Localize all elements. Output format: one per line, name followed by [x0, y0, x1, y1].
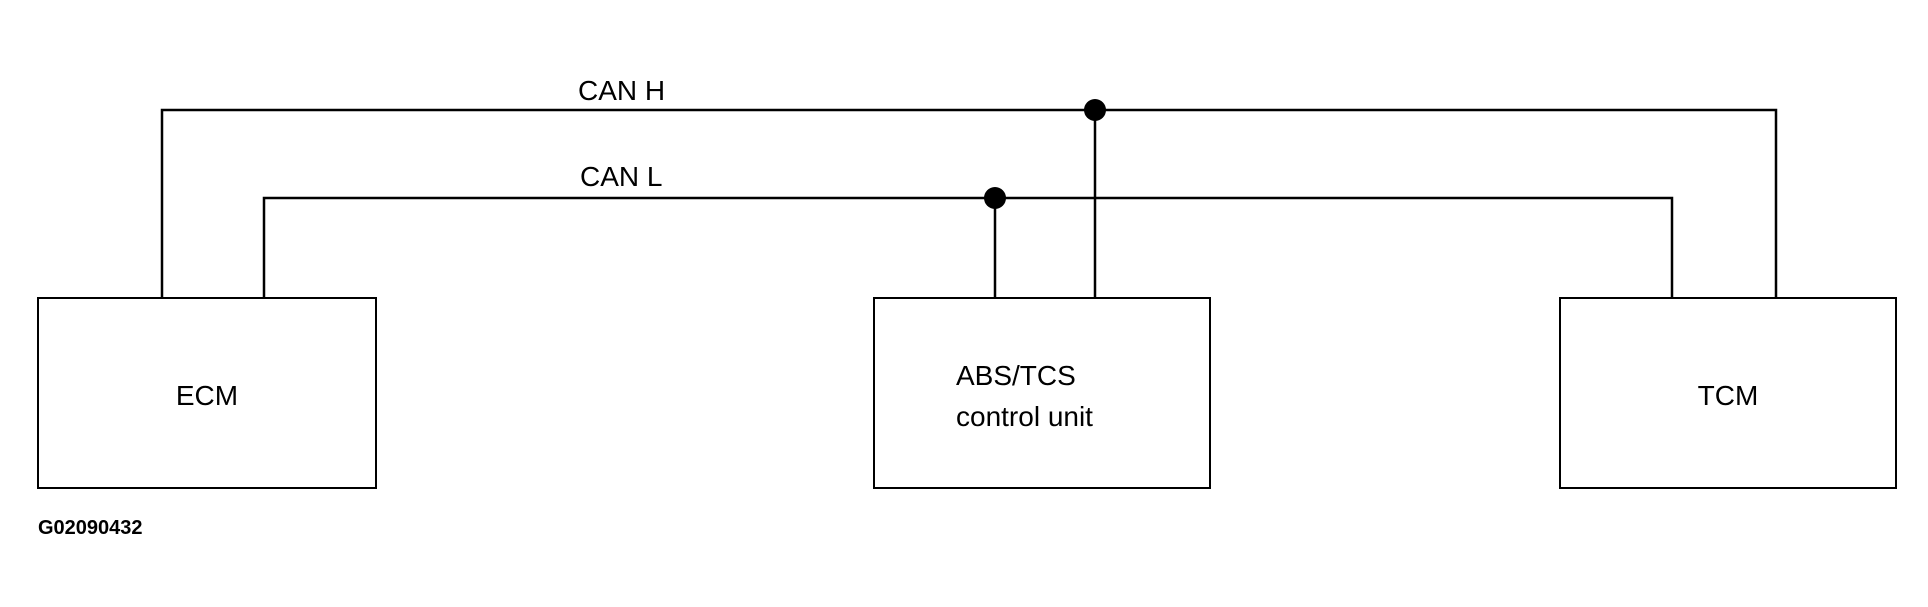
ecm-label: ECM — [176, 380, 238, 411]
can-l-label: CAN L — [580, 161, 662, 192]
can-l-wire — [262, 196, 1674, 300]
abs-tcs-label-line1: ABS/TCS — [956, 360, 1076, 391]
figure-id: G02090432 — [38, 517, 143, 539]
tcm-label: TCM — [1698, 380, 1759, 411]
can-h-junction — [1084, 99, 1106, 121]
can-l-junction — [984, 187, 1006, 209]
can-h-wire — [160, 108, 1778, 300]
tcm-module: TCM — [1559, 297, 1897, 489]
can-h-label: CAN H — [578, 75, 665, 106]
ecm-module: ECM — [37, 297, 377, 489]
abs-tcs-label-line2: control unit — [956, 401, 1093, 432]
abs-tcs-module: ABS/TCS control unit — [873, 297, 1211, 489]
